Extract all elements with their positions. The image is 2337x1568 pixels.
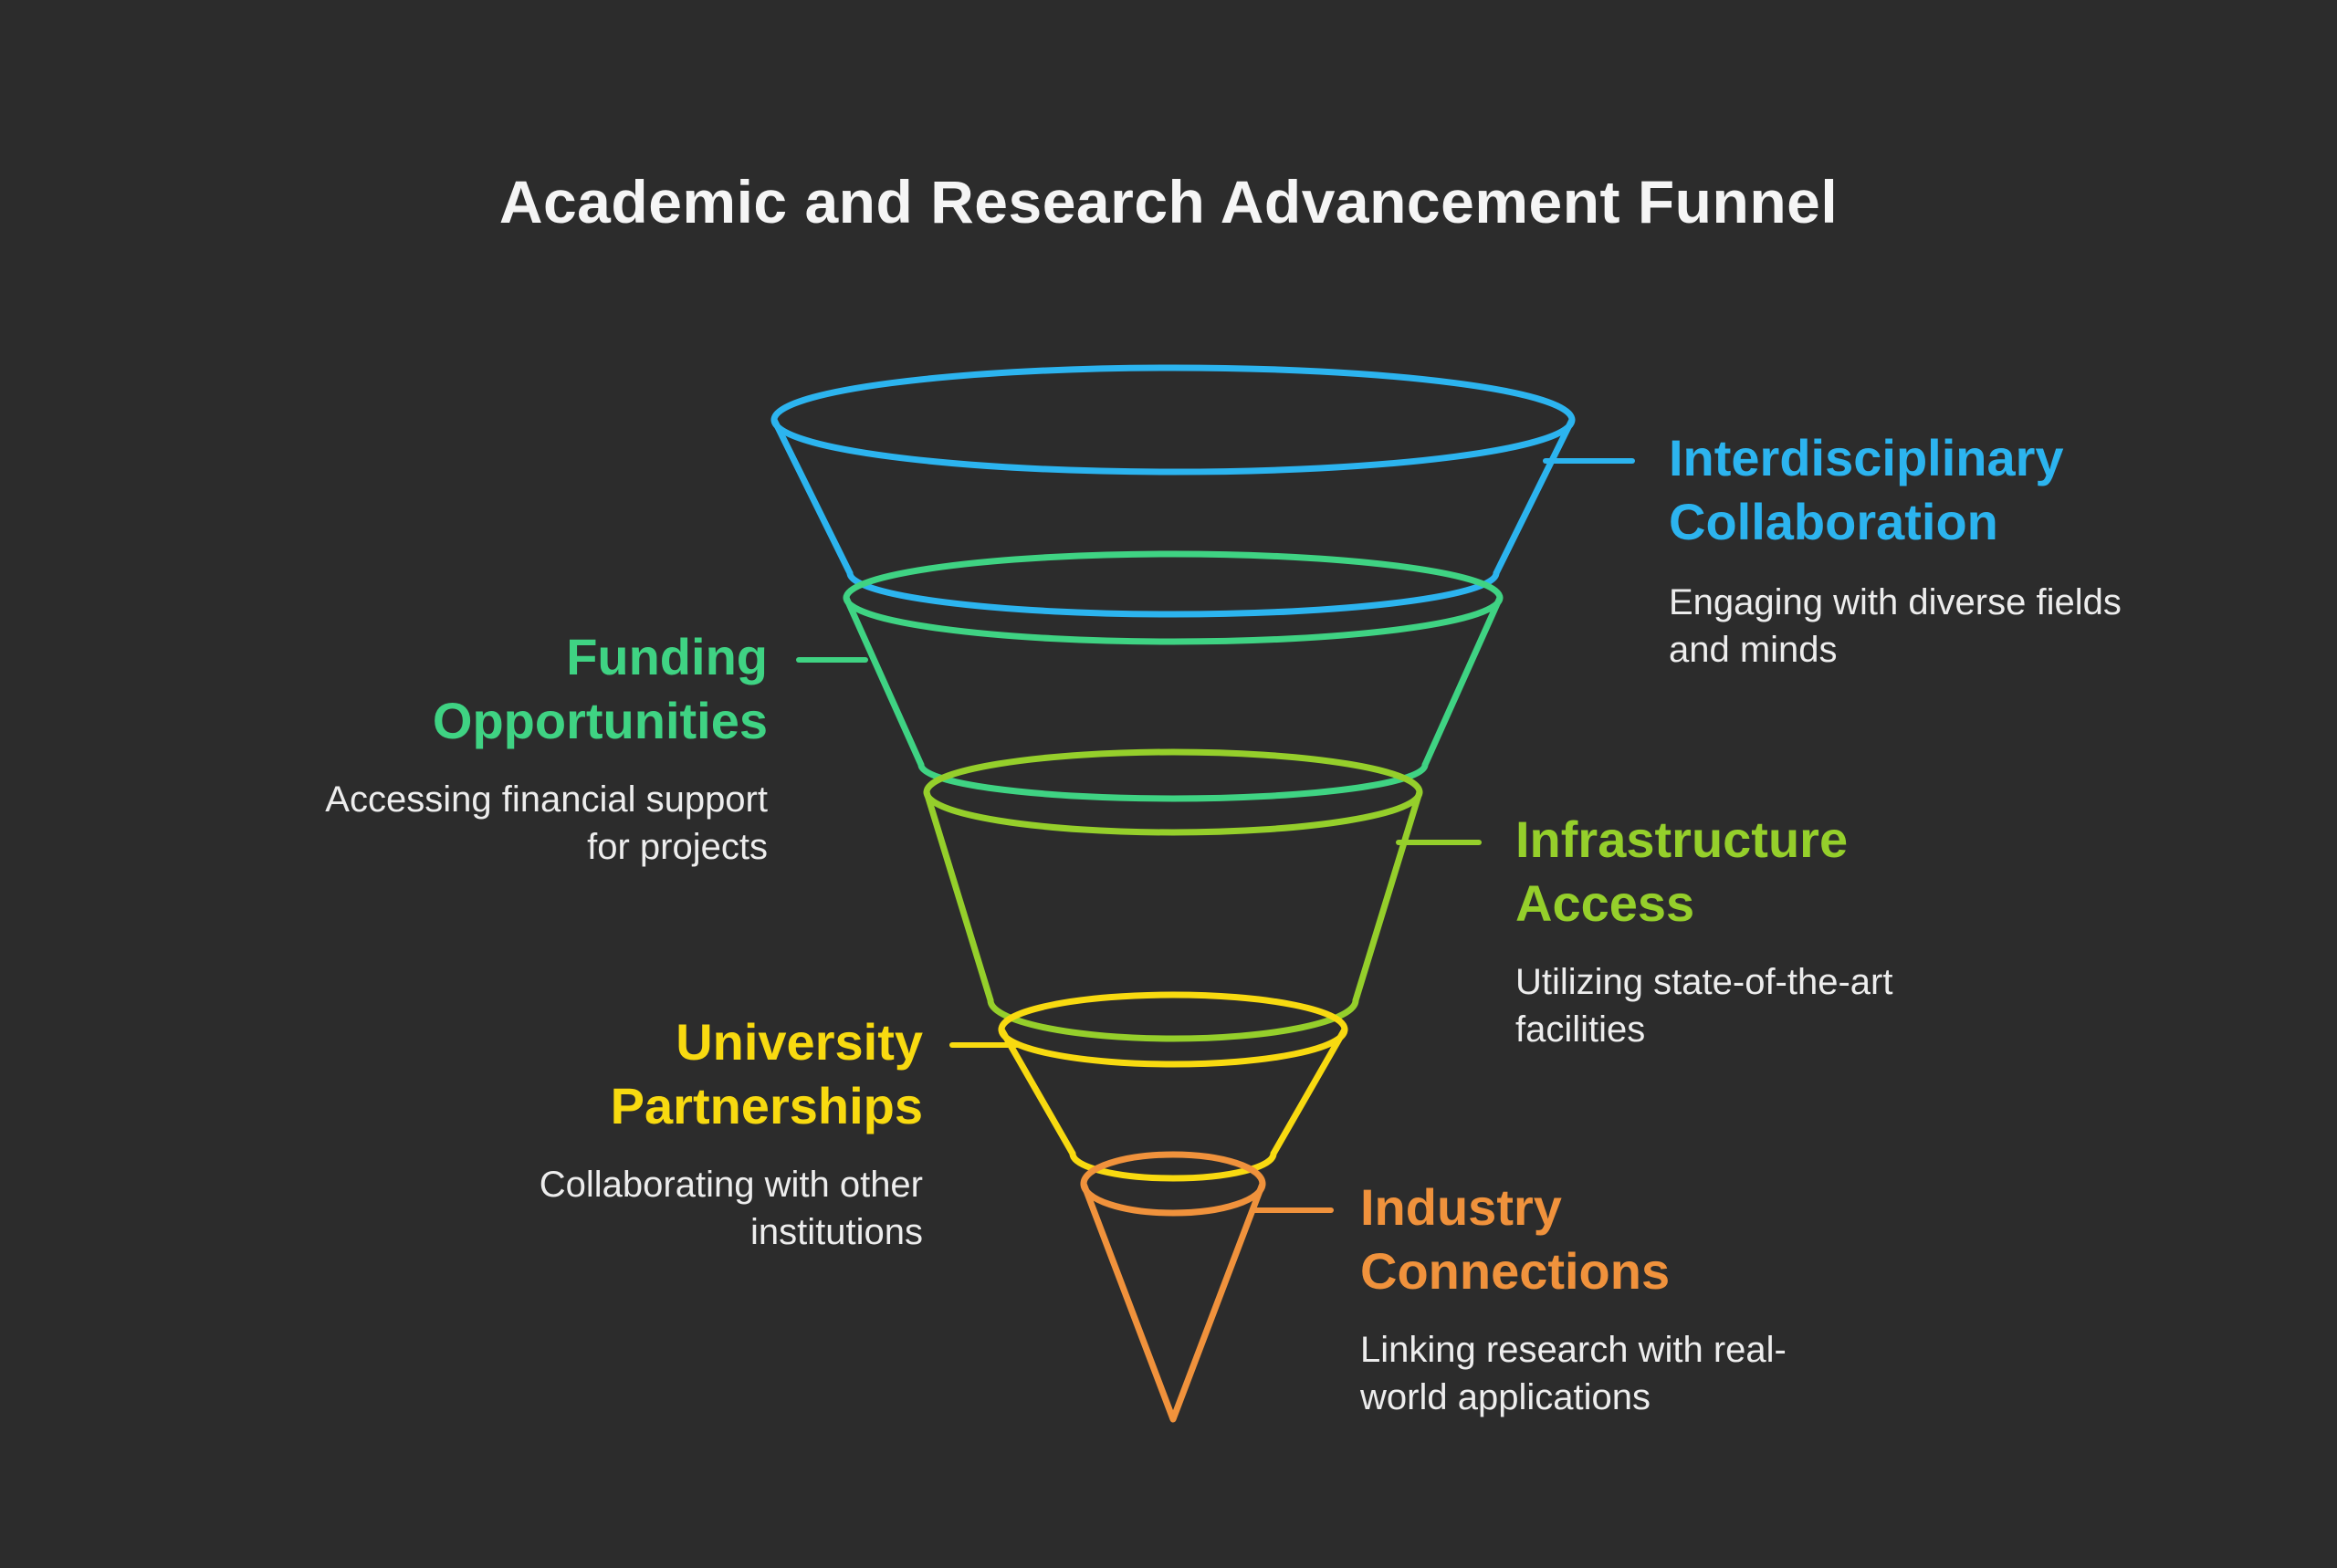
funnel-side-left-4	[998, 1026, 1076, 1157]
funnel-side-right-2	[1421, 594, 1504, 768]
stage-description-funding-opportunities: Accessing financial support for projects	[325, 776, 768, 871]
funnel-rim-2	[843, 550, 1504, 645]
funnel-side-right-3	[1352, 789, 1423, 1004]
funnel-side-right-1	[1493, 416, 1576, 577]
stage-description-line: and minds	[1669, 630, 1838, 670]
funnel-side-left-1	[770, 416, 854, 577]
page-title: Academic and Research Advancement Funnel	[498, 168, 1839, 236]
stage-description-line: facilities	[1515, 1009, 1646, 1050]
stage-label-line: Infrastructure	[1515, 810, 1849, 868]
stage-description-university-partnerships: Collaborating with other institutions	[540, 1161, 923, 1256]
funnel-rim-5	[1080, 1151, 1266, 1217]
stage-label-industry-connections: Industry Connections	[1360, 1176, 1670, 1303]
funnel-side-right-4	[1270, 1026, 1348, 1157]
funnel-segment-university-partnerships	[998, 991, 1348, 1182]
funnel-rim-1	[770, 364, 1576, 476]
stage-label-infrastructure-access: Infrastructure Access	[1515, 808, 1848, 936]
stage-description-line: Engaging with diverse fields	[1669, 582, 2122, 622]
stage-label-line: Opportunities	[432, 692, 768, 749]
stage-label-interdisciplinary-collaboration: Interdisciplinary Collaboration	[1669, 426, 2064, 554]
funnel-bottom-arc-2	[917, 761, 1429, 802]
stage-description-infrastructure-access: Utilizing state-of-the-art facilities	[1515, 958, 1892, 1053]
stage-label-line: Collaboration	[1669, 493, 1998, 550]
stage-description-line: institutions	[750, 1212, 923, 1252]
funnel-cone-tip	[1080, 1180, 1266, 1423]
stage-label-line: Partnerships	[610, 1077, 923, 1134]
stage-description-industry-connections: Linking research with real- world applic…	[1360, 1326, 1787, 1421]
stage-label-line: Interdisciplinary	[1669, 429, 2064, 486]
funnel-side-left-3	[923, 789, 994, 1004]
funnel-bottom-arc-4	[1069, 1150, 1277, 1182]
stage-label-line: University	[676, 1013, 923, 1071]
stage-label-line: Access	[1515, 874, 1695, 932]
funnel-segment-industry-connections	[1080, 1151, 1266, 1423]
stage-description-line: Accessing financial support	[325, 779, 768, 820]
stage-description-line: world applications	[1360, 1377, 1651, 1417]
funnel-segment-interdisciplinary-collaboration	[770, 364, 1576, 618]
funnel-bottom-arc-1	[846, 570, 1500, 618]
stage-label-line: Connections	[1360, 1242, 1671, 1300]
funnel-segment-funding-opportunities	[843, 550, 1504, 802]
stage-label-line: Industry	[1360, 1178, 1562, 1236]
stage-label-funding-opportunities: Funding Opportunities	[433, 625, 768, 753]
stage-description-line: Utilizing state-of-the-art	[1515, 962, 1893, 1002]
stage-label-university-partnerships: University Partnerships	[611, 1010, 923, 1138]
stage-description-line: Collaborating with other	[539, 1165, 923, 1205]
funnel-side-left-2	[843, 594, 925, 768]
funnel-segment-infrastructure-access	[923, 748, 1423, 1042]
stage-description-line: Linking research with real-	[1360, 1330, 1787, 1370]
stage-description-line: for projects	[587, 827, 768, 867]
stage-description-interdisciplinary-collaboration: Engaging with diverse fields and minds	[1669, 579, 2122, 674]
stage-label-line: Funding	[566, 628, 768, 685]
